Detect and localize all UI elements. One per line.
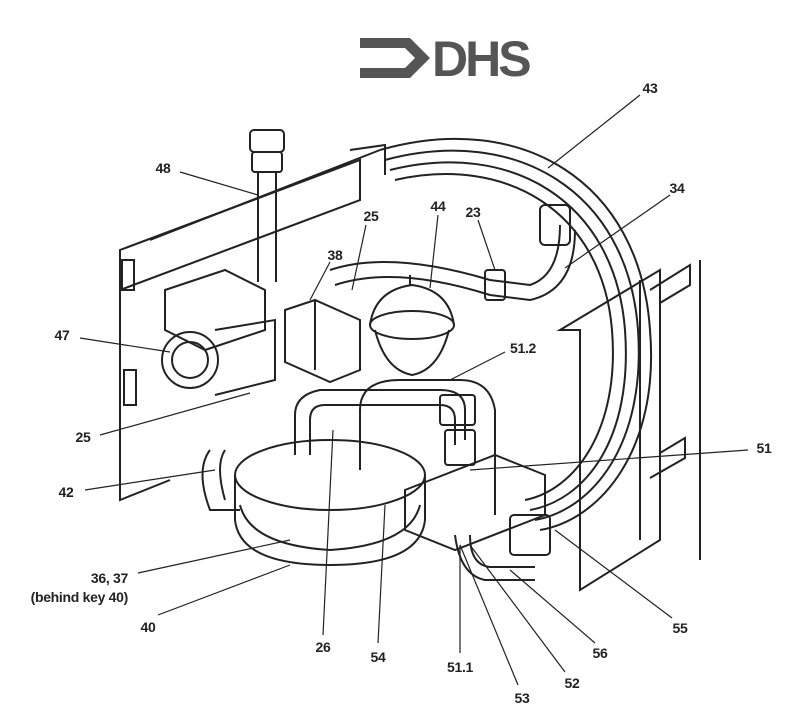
key-48: 48 [155,160,171,176]
key-25-left: 25 [75,429,91,445]
key-40: 40 [140,619,156,635]
key-52: 52 [564,675,580,691]
key-43: 43 [642,80,658,96]
heat-exchanger-coil [379,137,653,531]
key-54: 54 [370,649,386,665]
expansion-vessel [369,275,455,377]
key-25-top: 25 [363,208,379,224]
back-panel [119,143,386,502]
key-36-37-note: (behind key 40) [30,589,129,605]
key-34: 34 [669,180,685,196]
cabinet-panel [556,260,701,592]
key-56: 56 [592,645,608,661]
key-23: 23 [465,204,481,220]
key-26: 26 [315,639,331,655]
leader-lines [79,94,749,686]
key-51: 51 [756,440,772,456]
key-38: 38 [327,247,343,263]
control-box [284,298,361,384]
key-36-37: 36, 37 [90,570,128,586]
dhs-logo-icon [360,38,430,78]
pipework [201,379,551,581]
cylinder [234,439,426,567]
flow-pipe [249,129,285,282]
key-55: 55 [672,620,688,636]
key-53: 53 [514,690,530,706]
key-44: 44 [430,198,446,214]
logo-text: DHS [432,31,532,87]
pump [161,268,276,396]
key-47: 47 [54,327,70,343]
key-51-1: 51.1 [446,659,474,675]
key-51-2: 51.2 [509,340,537,356]
key-42: 42 [58,484,74,500]
